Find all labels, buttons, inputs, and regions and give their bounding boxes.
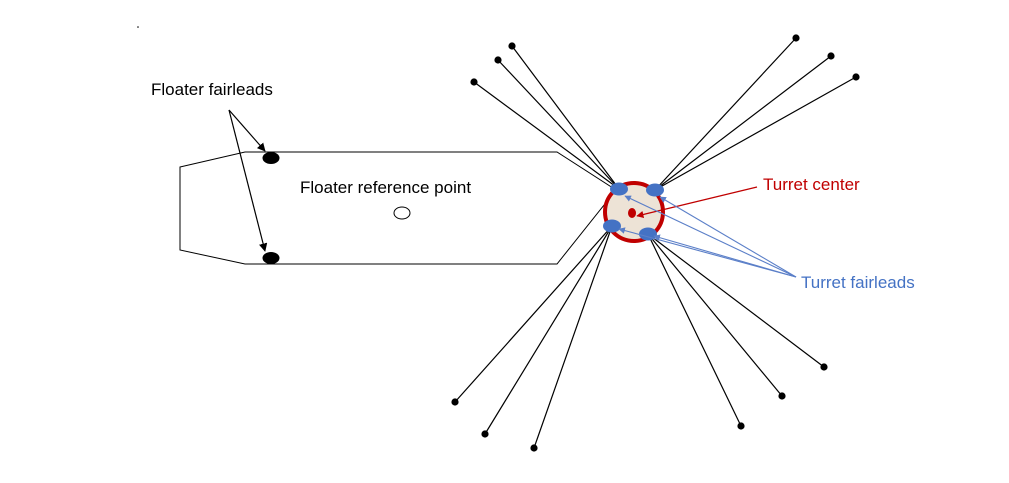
- anchor-point: [827, 52, 835, 60]
- turret-fairlead: [610, 182, 628, 196]
- mooring-line: [654, 37, 797, 191]
- anchor-point: [852, 73, 860, 81]
- mooring-line: [647, 233, 825, 368]
- turret-fairleads: [603, 182, 664, 241]
- turret-fairleads-label: Turret fairleads: [801, 273, 915, 292]
- turret-fairlead: [603, 219, 621, 233]
- anchor-point: [530, 444, 538, 452]
- floater-fairlead: [262, 252, 280, 264]
- floater-fairleads-arrow: [228, 109, 266, 152]
- turret-fairleads-arrow: [624, 195, 797, 278]
- floater-reference-point-label: Floater reference point: [300, 178, 471, 197]
- mooring-line: [454, 225, 613, 403]
- floater-reference-point-marker: [393, 206, 411, 220]
- turret-center-marker: [628, 208, 636, 218]
- mooring-line: [497, 59, 620, 190]
- turret-center-label: Turret center: [763, 175, 860, 194]
- floater-fairleads-arrow: [228, 109, 268, 252]
- mooring-line: [654, 76, 857, 191]
- turret-fairlead: [646, 183, 664, 197]
- floater-fairlead: [262, 152, 280, 164]
- anchor-point: [820, 363, 828, 371]
- mooring-line: [511, 45, 620, 190]
- anchor-point: [737, 422, 745, 430]
- mooring-line: [647, 233, 742, 427]
- floater-hull: [179, 151, 617, 265]
- anchor-point: [792, 34, 800, 42]
- floater-fairleads-label: Floater fairleads: [151, 80, 273, 99]
- mooring-line: [484, 225, 613, 435]
- mooring-line: [473, 81, 620, 190]
- mooring-line: [654, 55, 832, 191]
- mooring-line: [647, 233, 783, 397]
- anchor-points: [451, 34, 860, 452]
- anchor-point: [451, 398, 459, 406]
- anchor-point: [494, 56, 502, 64]
- mooring-line: [533, 225, 613, 449]
- turret-fairlead: [639, 227, 657, 241]
- turret-fairleads-arrows: [618, 195, 797, 278]
- anchor-point: [470, 78, 478, 86]
- anchor-point: [508, 42, 516, 50]
- anchor-point: [481, 430, 489, 438]
- turret-fairleads-arrow: [653, 234, 797, 278]
- stray-dot: [137, 26, 139, 28]
- turret-fairleads-arrow: [659, 196, 797, 278]
- mooring-lines: [454, 37, 857, 449]
- anchor-point: [778, 392, 786, 400]
